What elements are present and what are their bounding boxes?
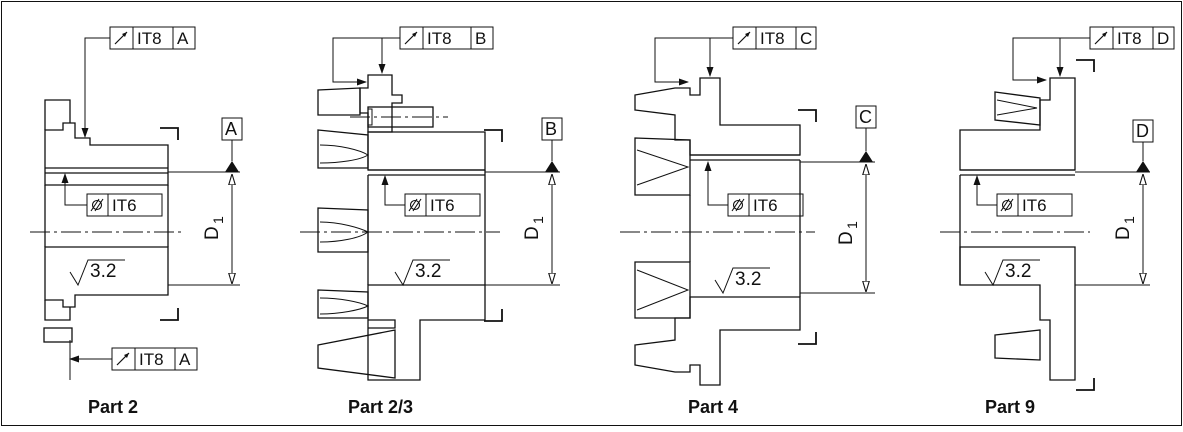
cylindricity-icon bbox=[1000, 198, 1014, 212]
datum-box bbox=[221, 117, 243, 141]
cylindricity-frame bbox=[86, 193, 163, 217]
runout-frame-top bbox=[109, 26, 196, 50]
runout-tolerance: IT8 bbox=[427, 29, 452, 48]
datum-box bbox=[541, 117, 563, 141]
runout-frame-top bbox=[1089, 26, 1175, 50]
runout-frame-bottom bbox=[111, 347, 198, 371]
runout-icon bbox=[116, 352, 130, 366]
part-caption: Part 4 bbox=[688, 397, 738, 417]
dimension-label: D 1 bbox=[522, 216, 546, 240]
cylindricity-icon bbox=[731, 198, 745, 212]
part-caption: Part 2 bbox=[88, 397, 138, 417]
datum-label: D bbox=[1136, 121, 1149, 141]
runout-tolerance: IT8 bbox=[137, 29, 162, 48]
roughness-value: 3.2 bbox=[415, 261, 441, 282]
svg-text:1: 1 bbox=[210, 216, 226, 224]
part-9 bbox=[940, 26, 1175, 391]
part-2 bbox=[30, 26, 243, 380]
dimension-label: D 1 bbox=[202, 216, 226, 240]
runout-tolerance: IT8 bbox=[760, 29, 785, 48]
runout-icon bbox=[114, 31, 128, 45]
cylindricity-frame bbox=[996, 193, 1073, 217]
roughness-value: 3.2 bbox=[735, 269, 761, 290]
runout-tolerance: IT8 bbox=[1117, 29, 1142, 48]
svg-text:1: 1 bbox=[1121, 216, 1137, 224]
cylindricity-frame bbox=[404, 193, 481, 217]
part-2-3 bbox=[300, 26, 563, 381]
datum-label: B bbox=[545, 119, 557, 139]
part-4 bbox=[620, 26, 877, 386]
svg-text:D: D bbox=[522, 226, 543, 240]
svg-text:1: 1 bbox=[844, 221, 860, 229]
svg-text:D: D bbox=[1113, 226, 1134, 240]
svg-text:D: D bbox=[202, 226, 223, 240]
dimension-label: D 1 bbox=[1113, 216, 1137, 240]
roughness-value: 3.2 bbox=[1005, 261, 1031, 282]
runout-datum: C bbox=[800, 29, 812, 48]
svg-text:D: D bbox=[836, 231, 857, 245]
roughness-value: 3.2 bbox=[90, 261, 116, 282]
part-caption: Part 2/3 bbox=[348, 397, 413, 417]
runout-datum: D bbox=[1157, 29, 1169, 48]
runout-icon bbox=[404, 31, 418, 45]
cylindricity-icon bbox=[408, 198, 422, 212]
cylindricity-frame bbox=[727, 193, 804, 217]
runout-frame-top bbox=[399, 26, 494, 50]
part-caption: Part 9 bbox=[985, 397, 1035, 417]
datum-label: A bbox=[225, 119, 237, 139]
datum-box bbox=[1132, 119, 1154, 143]
cylindricity-tolerance: IT6 bbox=[430, 196, 455, 215]
runout-datum: A bbox=[177, 29, 189, 48]
runout-datum: B bbox=[475, 29, 486, 48]
runout-datum-bottom: A bbox=[179, 350, 191, 369]
runout-icon bbox=[737, 31, 751, 45]
cylindricity-tolerance: IT6 bbox=[112, 196, 137, 215]
runout-icon bbox=[1094, 31, 1108, 45]
cylindricity-tolerance: IT6 bbox=[1022, 196, 1047, 215]
datum-label: C bbox=[859, 107, 872, 127]
runout-frame-top bbox=[732, 26, 817, 50]
svg-text:1: 1 bbox=[530, 216, 546, 224]
runout-tolerance-bottom: IT8 bbox=[139, 350, 164, 369]
cylindricity-icon bbox=[90, 198, 104, 212]
datum-box bbox=[855, 105, 877, 129]
cylindricity-tolerance: IT6 bbox=[753, 196, 778, 215]
dimension-label: D 1 bbox=[836, 221, 860, 245]
